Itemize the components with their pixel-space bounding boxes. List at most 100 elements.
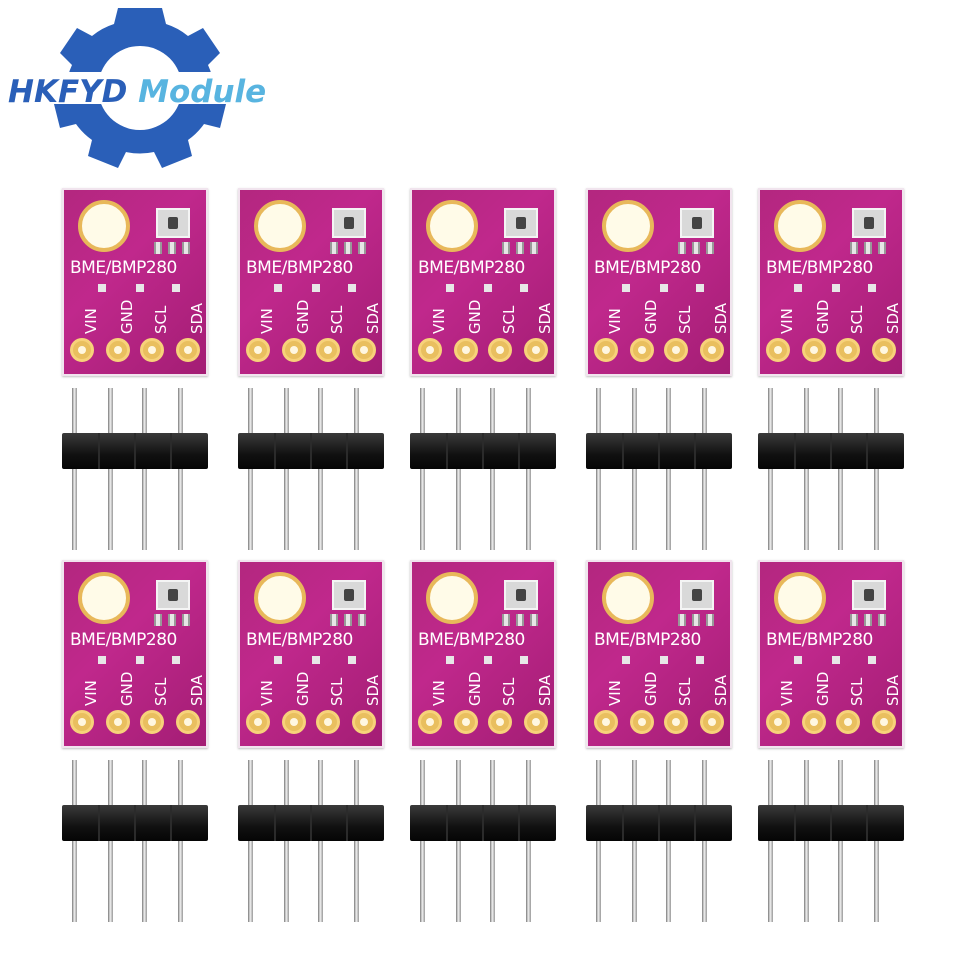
brand-name: HKFYD Module: [8, 74, 266, 110]
pin-label-gnd: GND: [642, 299, 660, 334]
brand-name-prefix: HKFYD: [8, 74, 128, 110]
header-segment: [310, 805, 312, 841]
silkscreen-square: [348, 284, 356, 292]
sensor-chip: [852, 208, 886, 238]
solder-pad: [700, 338, 724, 362]
sensor-chip: [680, 580, 714, 610]
header-pin: [874, 760, 879, 922]
header-pin: [284, 388, 289, 550]
pin-label-sda: SDA: [884, 302, 902, 334]
solder-pad: [246, 338, 270, 362]
capacitor: [878, 614, 886, 626]
silkscreen-square: [660, 284, 668, 292]
header-segment: [170, 433, 172, 469]
mounting-hole: [254, 200, 306, 252]
capacitor: [358, 242, 366, 254]
solder-pad: [802, 338, 826, 362]
solder-pad: [766, 338, 790, 362]
capacitor: [678, 242, 686, 254]
silkscreen-square: [98, 656, 106, 664]
pin-label-gnd: GND: [814, 671, 832, 706]
mounting-hole: [78, 572, 130, 624]
board-title: BME/BMP280: [418, 258, 525, 278]
header-pin: [72, 388, 77, 550]
solder-pad: [70, 338, 94, 362]
capacitor: [692, 614, 700, 626]
header-segment: [274, 805, 276, 841]
silkscreen-square: [520, 656, 528, 664]
header-segment: [134, 805, 136, 841]
pin-header: [758, 760, 904, 922]
pin-label-scl: SCL: [152, 677, 170, 706]
pin-label-sda: SDA: [712, 674, 730, 706]
silkscreen-square: [446, 284, 454, 292]
header-segment: [482, 805, 484, 841]
pin-label-sda: SDA: [188, 674, 206, 706]
solder-pad: [418, 710, 442, 734]
sensor-chip: [332, 208, 366, 238]
pin-label-vin: VIN: [430, 680, 448, 706]
capacitor: [182, 614, 190, 626]
mounting-hole: [602, 200, 654, 252]
board-title: BME/BMP280: [70, 258, 177, 278]
solder-pad: [140, 710, 164, 734]
mounting-hole: [602, 572, 654, 624]
silkscreen-square: [660, 656, 668, 664]
pin-label-vin: VIN: [606, 680, 624, 706]
silkscreen-square: [794, 656, 802, 664]
solder-pad: [836, 710, 860, 734]
board-title: BME/BMP280: [246, 630, 353, 650]
silkscreen-square: [696, 656, 704, 664]
sensor-chip: [156, 208, 190, 238]
solder-pad: [488, 338, 512, 362]
solder-pad: [524, 338, 548, 362]
header-pin: [666, 760, 671, 922]
mounting-hole: [426, 572, 478, 624]
solder-pad: [176, 338, 200, 362]
header-pin: [768, 388, 773, 550]
board-title: BME/BMP280: [246, 258, 353, 278]
capacitor: [530, 614, 538, 626]
header-segment: [622, 805, 624, 841]
header-pin: [526, 760, 531, 922]
solder-pad: [836, 338, 860, 362]
header-pin: [768, 760, 773, 922]
header-segment: [830, 433, 832, 469]
mounting-hole: [774, 572, 826, 624]
pin-label-sda: SDA: [536, 302, 554, 334]
capacitor: [502, 242, 510, 254]
sensor-chip: [504, 208, 538, 238]
solder-pad: [316, 710, 340, 734]
solder-pad: [594, 710, 618, 734]
solder-pad: [872, 338, 896, 362]
solder-pad: [766, 710, 790, 734]
silkscreen-square: [312, 656, 320, 664]
header-pin: [804, 388, 809, 550]
header-pin: [142, 760, 147, 922]
solder-pad: [594, 338, 618, 362]
brand-name-suffix: Module: [127, 74, 267, 110]
header-segment: [446, 805, 448, 841]
pin-label-scl: SCL: [328, 677, 346, 706]
header-pin: [838, 760, 843, 922]
silkscreen-square: [172, 284, 180, 292]
solder-pad: [454, 338, 478, 362]
header-pin: [178, 388, 183, 550]
pin-label-sda: SDA: [364, 674, 382, 706]
pin-label-sda: SDA: [884, 674, 902, 706]
pin-label-scl: SCL: [676, 677, 694, 706]
pin-header: [758, 388, 904, 550]
capacitor: [516, 242, 524, 254]
header-pin: [490, 760, 495, 922]
pin-label-gnd: GND: [466, 299, 484, 334]
capacitor: [706, 242, 714, 254]
pin-header: [410, 760, 556, 922]
solder-pad: [70, 710, 94, 734]
capacitor-group: [502, 242, 548, 254]
pin-label-sda: SDA: [188, 302, 206, 334]
